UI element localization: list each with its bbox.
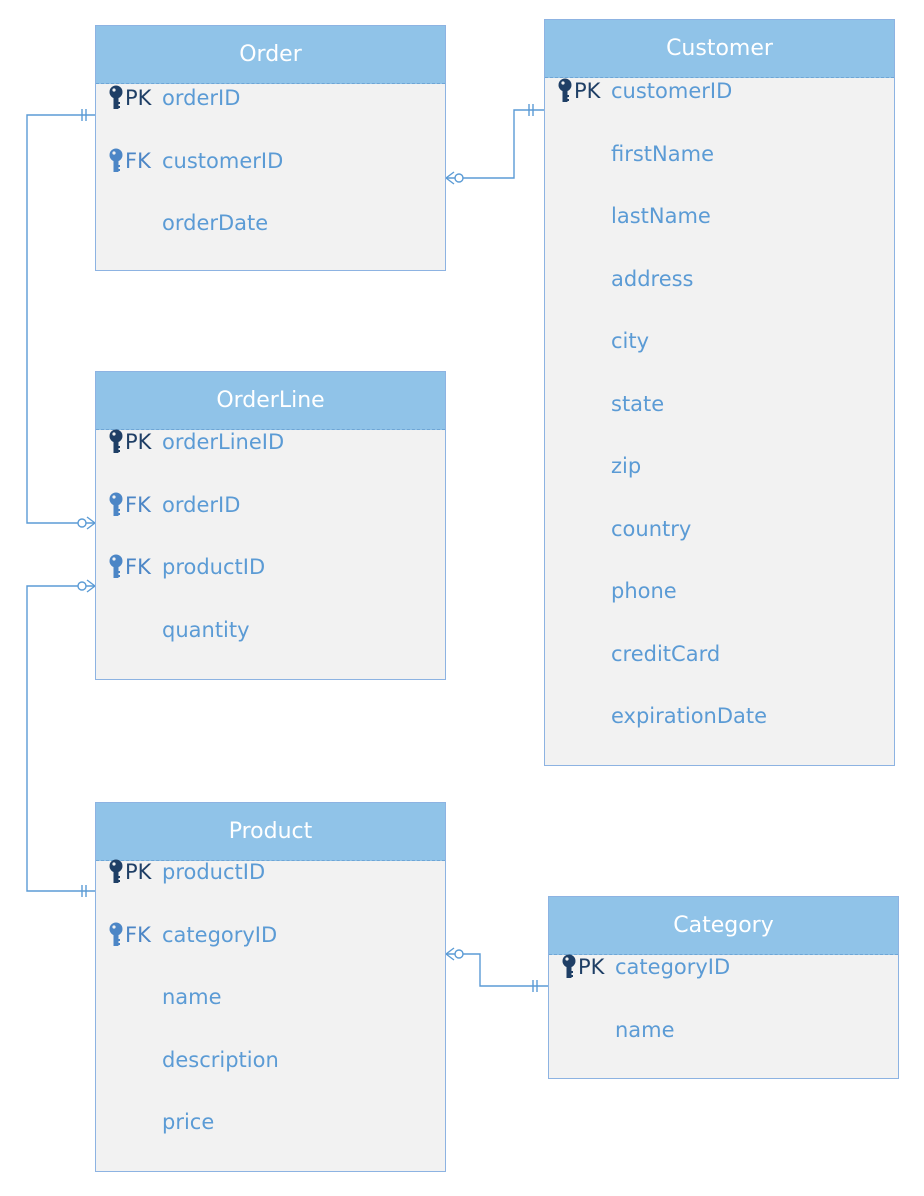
- fk-label: FK: [125, 923, 151, 947]
- field-name: address: [611, 267, 694, 291]
- field-row[interactable]: firstName: [545, 134, 894, 174]
- field-row[interactable]: country: [545, 509, 894, 549]
- field-name: customerID: [162, 149, 284, 173]
- fk-label: FK: [125, 493, 151, 517]
- field-name: firstName: [611, 142, 714, 166]
- field-name: name: [162, 985, 222, 1009]
- field-row[interactable]: FK customerID: [96, 141, 445, 181]
- entity-customer[interactable]: Customer PK customerID firstName lastName ad…: [544, 19, 895, 766]
- field-row[interactable]: zip: [545, 446, 894, 486]
- field-name: orderID: [162, 493, 241, 517]
- primary-key-icon: [557, 78, 573, 104]
- entity-product[interactable]: Product PK productID FK categoryID name descr…: [95, 802, 446, 1172]
- primary-key-icon: [561, 954, 577, 980]
- field-name: quantity: [162, 618, 250, 642]
- field-name: description: [162, 1048, 279, 1072]
- field-row[interactable]: description: [96, 1040, 445, 1080]
- foreign-key-icon: [108, 554, 124, 580]
- field-row[interactable]: name: [549, 1010, 898, 1050]
- field-row[interactable]: name: [96, 977, 445, 1017]
- field-name: orderLineID: [162, 430, 285, 454]
- field-name: name: [615, 1018, 675, 1042]
- field-name: orderDate: [162, 211, 269, 235]
- primary-key-icon: [108, 429, 124, 455]
- fk-label: FK: [125, 149, 151, 173]
- entity-category[interactable]: Category PK categoryID name: [548, 896, 899, 1079]
- field-name: price: [162, 1110, 215, 1134]
- field-name: city: [611, 329, 650, 353]
- pk-label: PK: [125, 430, 152, 454]
- rel-product-category: [445, 947, 548, 992]
- field-name: productID: [162, 860, 266, 884]
- field-row[interactable]: PK orderID: [96, 78, 445, 118]
- primary-key-icon: [108, 859, 124, 885]
- foreign-key-icon: [108, 148, 124, 174]
- field-row[interactable]: FK orderID: [96, 485, 445, 525]
- field-row[interactable]: price: [96, 1102, 445, 1142]
- foreign-key-icon: [108, 492, 124, 518]
- field-name: categoryID: [162, 923, 278, 947]
- field-row[interactable]: address: [545, 259, 894, 299]
- pk-label: PK: [125, 86, 152, 110]
- field-name: phone: [611, 579, 677, 603]
- field-row[interactable]: orderDate: [96, 203, 445, 243]
- field-name: categoryID: [615, 955, 731, 979]
- field-row[interactable]: lastName: [545, 196, 894, 236]
- fk-label: FK: [125, 555, 151, 579]
- field-row[interactable]: PK categoryID: [549, 947, 898, 987]
- entity-order[interactable]: Order PK orderID FK customerID orderDate: [95, 25, 446, 271]
- entity-title: OrderLine: [96, 372, 445, 430]
- pk-label: PK: [578, 955, 605, 979]
- field-name: zip: [611, 454, 642, 478]
- field-row[interactable]: FK categoryID: [96, 915, 445, 955]
- rel-orderline-order: [26, 109, 96, 530]
- field-row[interactable]: PK orderLineID: [96, 422, 445, 462]
- field-name: state: [611, 392, 665, 416]
- rel-orderline-product: [26, 579, 96, 897]
- foreign-key-icon: [108, 922, 124, 948]
- field-name: country: [611, 517, 692, 541]
- field-row[interactable]: FK productID: [96, 547, 445, 587]
- field-row[interactable]: expirationDate: [545, 696, 894, 736]
- field-row[interactable]: creditCard: [545, 634, 894, 674]
- entity-orderline[interactable]: OrderLine PK orderLineID FK orderID FK produc…: [95, 371, 446, 680]
- field-name: orderID: [162, 86, 241, 110]
- entity-title: Category: [549, 897, 898, 955]
- field-row[interactable]: phone: [545, 571, 894, 611]
- pk-label: PK: [574, 79, 601, 103]
- rel-order-customer: [445, 104, 544, 185]
- entity-title: Product: [96, 803, 445, 861]
- field-row[interactable]: city: [545, 321, 894, 361]
- field-row[interactable]: PK productID: [96, 852, 445, 892]
- field-row[interactable]: PK customerID: [545, 71, 894, 111]
- field-row[interactable]: state: [545, 384, 894, 424]
- field-name: creditCard: [611, 642, 721, 666]
- entity-title: Order: [96, 26, 445, 84]
- field-name: lastName: [611, 204, 711, 228]
- field-name: productID: [162, 555, 266, 579]
- pk-label: PK: [125, 860, 152, 884]
- primary-key-icon: [108, 85, 124, 111]
- field-name: expirationDate: [611, 704, 768, 728]
- field-name: customerID: [611, 79, 733, 103]
- field-row[interactable]: quantity: [96, 610, 445, 650]
- entity-title: Customer: [545, 20, 894, 78]
